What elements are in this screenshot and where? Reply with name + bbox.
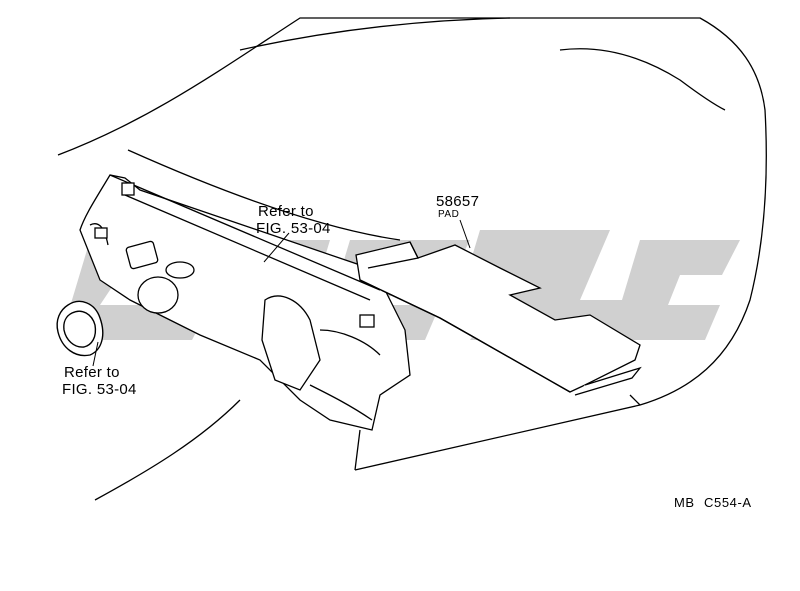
pad-part-name: PAD (438, 209, 460, 220)
insulator-pad (355, 241, 642, 396)
center-refer-line1: Refer to (258, 203, 314, 220)
reference-code-prefix: MB (674, 495, 695, 510)
pad-part-number: 58657 (436, 193, 480, 210)
lower-left-line (94, 399, 241, 501)
left-refer-line1: Refer to (64, 364, 120, 381)
dash-panel-top-edge (109, 174, 381, 291)
leader-left-refer (92, 341, 99, 367)
dash-panel-oval (165, 261, 195, 279)
watermark-glyph-5 (610, 240, 740, 340)
dash-panel-bracket-left (94, 227, 108, 239)
dash-panel-right-channel (319, 329, 381, 356)
reference-code: C554-A (704, 495, 752, 510)
lower-center-line (354, 429, 361, 471)
dash-panel-inner-edge (124, 194, 371, 301)
windshield-line (559, 48, 726, 111)
pad-front-lip (574, 366, 642, 396)
car-body-outline (57, 17, 767, 501)
cowl-line (127, 149, 401, 241)
body-upper-line (57, 17, 767, 471)
pad-lower-edge (359, 279, 571, 393)
dash-panel-hole-left (137, 276, 179, 314)
grommet-seal (56, 300, 104, 357)
dash-panel-vent (125, 240, 159, 270)
lower-right-tick (629, 394, 641, 406)
roof-line (239, 17, 511, 51)
center-refer-line2: FIG. 53-04 (256, 220, 331, 237)
dash-panel-center-bulge (261, 295, 321, 391)
dash-panel-lower-lip (309, 384, 373, 421)
leader-center-refer (263, 232, 290, 263)
dash-panel (79, 174, 411, 431)
dash-panel-bracket-right (359, 314, 375, 328)
grommet-inner (63, 310, 97, 348)
leader-pad (459, 219, 471, 249)
leader-lines (92, 219, 471, 367)
dash-panel-bracket-top (121, 182, 135, 196)
pad-left-notch (367, 241, 419, 269)
left-refer-line2: FIG. 53-04 (62, 381, 137, 398)
